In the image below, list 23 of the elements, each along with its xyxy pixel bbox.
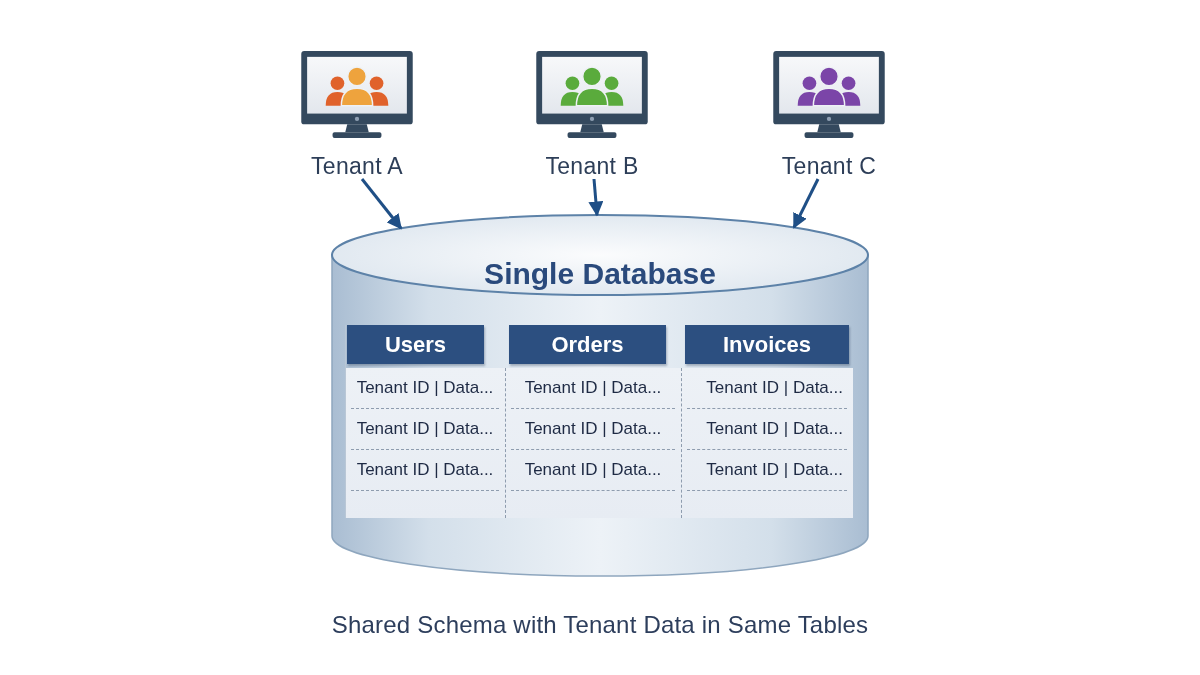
table-header: Users <box>347 325 484 364</box>
record-row: Tenant ID | Data... <box>351 409 499 450</box>
record-row: Tenant ID | Data... <box>511 450 675 491</box>
tenant-label: Tenant B <box>545 153 639 179</box>
arrow <box>588 178 604 217</box>
record-row: Tenant ID | Data... <box>511 409 675 450</box>
diagram-caption: Shared Schema with Tenant Data in Same Tables <box>331 611 869 638</box>
record-row: Tenant ID | Data... <box>351 368 499 409</box>
arrow <box>792 178 820 229</box>
table-column <box>345 325 505 518</box>
record-row: Tenant ID | Data... <box>687 368 847 409</box>
database-title: Single Database <box>484 256 716 292</box>
table-column <box>505 325 681 518</box>
table-column <box>681 325 853 518</box>
table-header: Invoices <box>685 325 849 364</box>
table-header: Orders <box>509 325 666 364</box>
arrow <box>360 178 403 230</box>
tenant-label: Tenant C <box>781 153 877 179</box>
record-row: Tenant ID | Data... <box>687 409 847 450</box>
record-row: Tenant ID | Data... <box>511 368 675 409</box>
record-row: Tenant ID | Data... <box>351 450 499 491</box>
tenant-label: Tenant A <box>311 153 403 179</box>
record-row: Tenant ID | Data... <box>687 450 847 491</box>
